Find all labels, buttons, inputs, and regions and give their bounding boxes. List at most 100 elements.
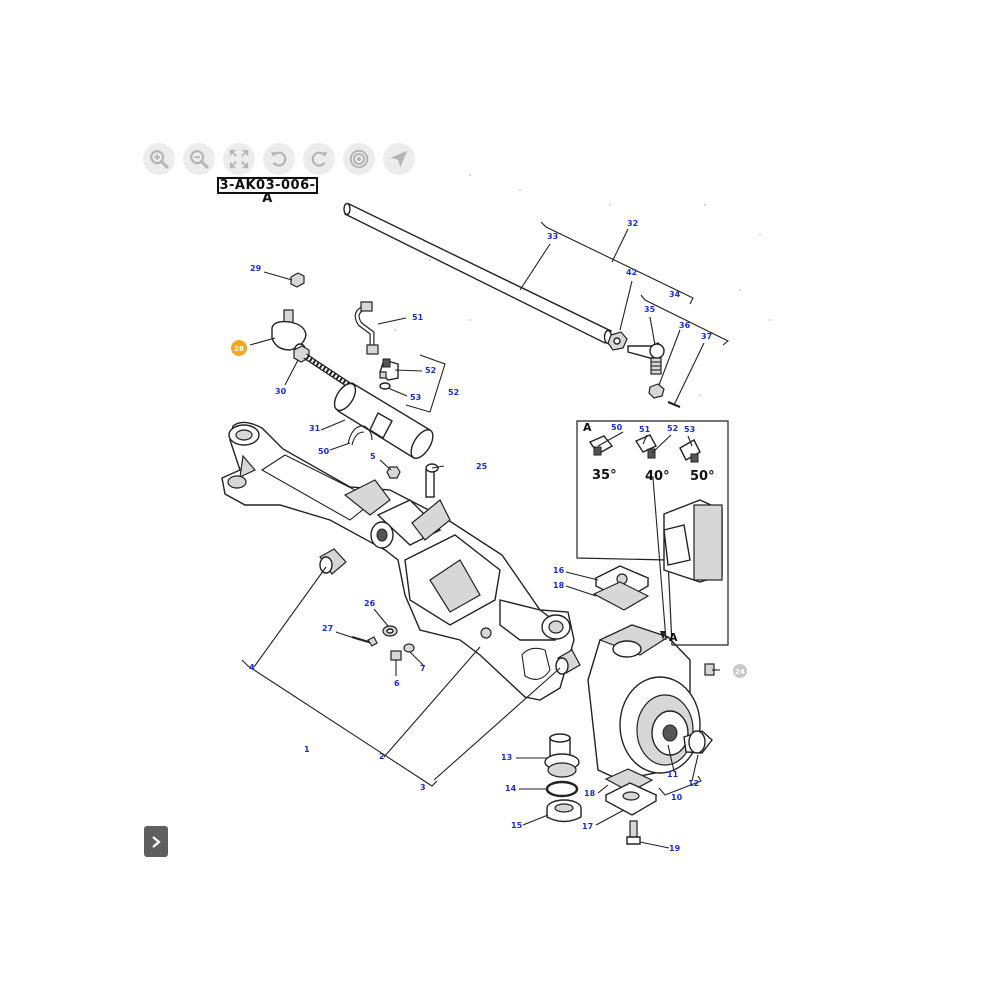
swivel-housing [587,624,715,781]
sheet-id-label: 3-AK03-006-A [217,177,318,205]
stop-bolt-53 [679,439,701,463]
angle-label: 35° [592,468,617,483]
target-icon [349,149,369,169]
lock-nut-38 [607,331,628,351]
part-label: 50 [318,447,330,456]
part-label: 6 [394,679,400,688]
locate-button[interactable] [383,143,415,175]
bush-2 [555,649,581,675]
part-label: 18 [584,789,596,798]
part-label: 4 [249,663,255,672]
detail-a-box [576,420,729,646]
bolt-19 [626,820,641,845]
part-label: 52 [448,388,459,397]
part-label: 52 [425,366,436,375]
scan-noise [379,174,771,421]
part-label: 12 [688,779,699,788]
part-label: 16 [553,566,565,575]
pin-25 [425,463,439,498]
hotspot-28[interactable]: 28 [231,340,247,356]
zoom-in-icon [150,150,169,169]
part-label: 10 [671,793,683,802]
part-label: 52 [667,424,678,433]
detail-a-pointer-label: A [669,631,678,644]
zoom-out-button[interactable] [183,143,215,175]
part-label: 51 [412,313,424,322]
zoom-out-icon [190,150,209,169]
bush-4 [319,548,347,575]
detail-arrow [660,631,666,640]
plug-6 [390,650,402,661]
nut-29 [290,272,305,288]
part-label: 17 [582,822,593,831]
angle-label: 40° [645,469,670,484]
fit-screen-button[interactable] [223,143,255,175]
rotate-right-button[interactable] [303,143,335,175]
part-label: 32 [627,219,638,228]
detail-a-marker: A [583,421,592,434]
navigate-arrow-icon [390,150,408,168]
steering-cylinder-31 [303,353,434,459]
part-label: 25 [476,462,488,471]
hydraulic-pipe-40 [354,301,379,355]
part-label: 14 [505,784,517,793]
part-label: 11 [667,770,679,779]
part-label: 53 [684,425,695,434]
bottom-plate-17 [604,782,658,816]
chevron-right-icon [152,835,161,848]
part-label: 29 [250,264,262,273]
part-labels: 29 30 31 50 5 25 51 52 53 52 33 32 42 34… [249,219,712,853]
part-label: 13 [501,753,512,762]
part-label: 27 [322,624,333,633]
part-label: 1 [304,745,310,754]
seal-43 [379,382,391,390]
o-ring-14 [545,780,579,798]
stop-bolt-50 [588,435,614,456]
part-label: 50 [611,423,623,432]
part-label: 15 [511,821,523,830]
ball-joint-35 [627,342,665,375]
part-label: 53 [410,393,421,402]
seal-15 [546,799,582,823]
hotspot-label: 28 [234,345,244,353]
leader-lines [241,221,730,849]
king-pin-13 [544,733,580,778]
part-label: 31 [309,424,321,433]
castle-nut-36 [648,383,665,399]
part-label: 33 [547,232,558,241]
detail-view-housing [663,499,723,583]
part-label: 37 [701,332,712,341]
hotspot-label: 24 [735,668,745,676]
viewer-toolbar [143,143,415,175]
washer-26 [382,625,398,637]
elbow-fitting-42 [379,358,399,381]
part-label: 36 [679,321,691,330]
shim-18-top [592,581,650,611]
expand-panel-button[interactable] [144,826,168,857]
target-button[interactable] [343,143,375,175]
axle-housing [221,421,575,701]
zoom-in-button[interactable] [143,143,175,175]
rotate-right-icon [311,151,328,167]
part-label: 35 [644,305,656,314]
part-label: 42 [626,268,637,277]
part-label: 30 [275,387,287,396]
part-label: 5 [370,452,376,461]
expand-arrows-icon [229,149,249,169]
part-label: 19 [669,844,681,853]
part-label: 7 [420,664,426,673]
part-label: 26 [364,599,376,608]
part-label: 2 [379,752,385,761]
washer-7 [403,643,415,653]
hotspot-24[interactable]: 24 [733,664,747,678]
stop-bolt-51 [634,434,657,459]
clip-39 [347,425,373,446]
part-label: 51 [639,425,651,434]
angle-label: 50° [690,469,715,484]
part-label: 34 [669,290,681,299]
rotate-left-icon [270,151,287,167]
rotate-left-button[interactable] [263,143,295,175]
part-label: 3 [420,783,426,792]
part-label: 18 [553,581,565,590]
